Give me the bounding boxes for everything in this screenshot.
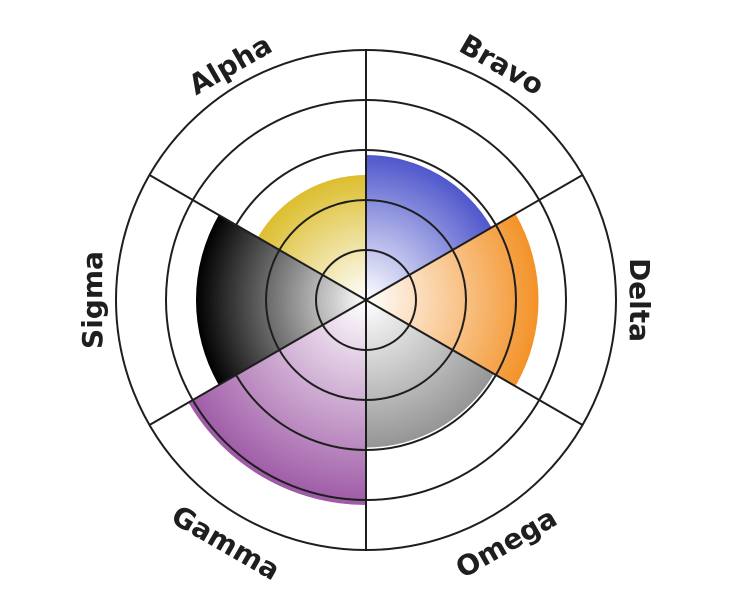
grid-spoke	[365, 299, 584, 426]
grid-spoke	[148, 174, 367, 301]
grid-spoke	[148, 299, 367, 426]
sector-omega	[366, 300, 494, 448]
grid-spoke	[365, 174, 584, 301]
label-delta: Delta	[623, 258, 656, 342]
label-sigma: Sigma	[76, 251, 109, 349]
sector-gamma	[188, 300, 366, 505]
sector-delta	[366, 213, 539, 387]
sector-alpha	[257, 175, 366, 300]
grid	[115, 49, 617, 551]
label-gamma: Gamma	[166, 499, 286, 587]
sector-sigma	[196, 215, 366, 385]
sector-bravo	[366, 155, 492, 300]
label-omega: Omega	[450, 501, 563, 585]
sectors	[188, 155, 539, 505]
